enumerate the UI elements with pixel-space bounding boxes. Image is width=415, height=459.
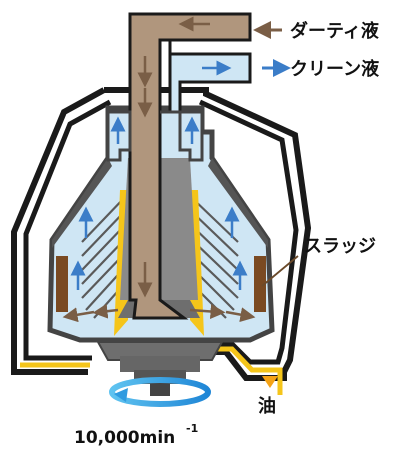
legend [253,21,291,77]
dirty-flow-arrow [92,303,119,319]
label-clean-liquid: クリーン液 [290,58,380,80]
oil-arrow-icon [262,376,278,388]
clean-flow-arrows [70,60,248,290]
label-speed: 10,000min [74,428,175,448]
dirty-flow-arrows [62,16,256,323]
dirty-flow-arrow [225,307,256,323]
label-dirty-liquid: ダーティ液 [290,20,380,42]
dirty-feed-pipe [128,12,252,320]
label-speed-exponent: -1 [186,422,198,435]
inner-housing [23,99,299,365]
dirty-flow-arrow [189,303,226,319]
sludge-right [254,256,266,312]
rotation-arrow-icon [114,388,128,402]
label-oil: 油 [258,395,276,417]
oil-flow [20,346,283,395]
rotation-ring [109,377,211,407]
sludge-pointer-line [261,255,299,287]
sludge-left [56,256,68,312]
clean-outlet-pipe [168,38,252,114]
dirty-flow-arrow [62,307,95,323]
outer-housing [11,87,312,381]
label-sludge: スラッジ [304,236,376,257]
